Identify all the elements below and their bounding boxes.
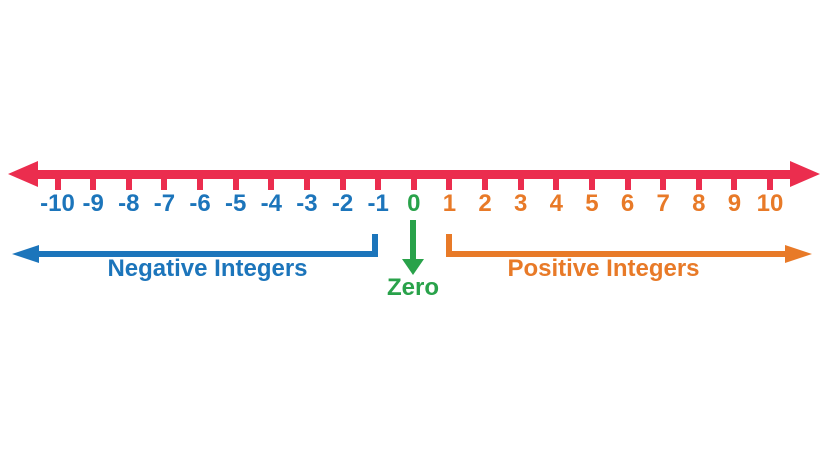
tick-mark [731, 170, 738, 190]
tick-mark [482, 170, 488, 190]
positive-range-arrow-icon [785, 245, 812, 263]
tick-label: 7 [656, 190, 670, 217]
zero-label: Zero [386, 274, 439, 301]
tick-label: -5 [224, 190, 247, 217]
tick-label: 5 [585, 190, 599, 217]
tick-mark [588, 170, 595, 190]
tick-label: 1 [442, 190, 457, 217]
tick-mark [410, 170, 417, 190]
tick-label: -2 [331, 190, 354, 217]
tick-label: 9 [727, 190, 742, 217]
tick-label: -4 [260, 190, 282, 217]
tick-mark [161, 170, 168, 190]
tick-label: 3 [513, 190, 528, 217]
tick-label: 8 [692, 190, 706, 217]
tick-label: -7 [153, 190, 176, 217]
axis-arrow-right-icon [790, 161, 820, 187]
tick-mark [767, 170, 773, 190]
tick-mark [339, 170, 346, 190]
tick-label: -6 [189, 190, 211, 217]
tick-label: 6 [620, 190, 635, 217]
positive-integers-label: Positive Integers [507, 255, 700, 282]
negative-integers-label: Negative Integers [107, 255, 308, 282]
tick-mark [268, 170, 275, 190]
tick-mark [517, 170, 524, 190]
tick-mark [624, 170, 631, 190]
axis-arrow-left-icon [8, 161, 38, 187]
tick-label: -10 [40, 190, 75, 217]
tick-label: -3 [296, 190, 318, 217]
tick-label: 4 [549, 190, 563, 217]
tick-mark [695, 170, 702, 190]
tick-mark [232, 170, 239, 190]
tick-mark [660, 170, 667, 190]
negative-range-hook [372, 234, 378, 257]
tick-mark [303, 170, 310, 190]
tick-mark [125, 170, 132, 190]
negative-range-arrow-icon [12, 245, 39, 263]
tick-label: -9 [82, 190, 104, 217]
tick-label: -8 [118, 190, 140, 217]
tick-mark [90, 170, 97, 190]
tick-label: 2 [478, 190, 492, 217]
tick-label: 0 [407, 190, 421, 217]
tick-label: -1 [367, 190, 389, 217]
positive-range-hook [446, 234, 452, 257]
positive-range-line [446, 251, 786, 257]
tick-mark [446, 170, 453, 190]
negative-range-line [36, 251, 378, 257]
tick-mark [553, 170, 560, 190]
tick-mark [197, 170, 203, 190]
zero-arrow-down-icon [402, 259, 424, 275]
tick-mark [54, 170, 61, 190]
tick-label: 10 [756, 190, 784, 217]
zero-arrow-shaft [410, 220, 416, 260]
tick-mark [375, 170, 382, 190]
